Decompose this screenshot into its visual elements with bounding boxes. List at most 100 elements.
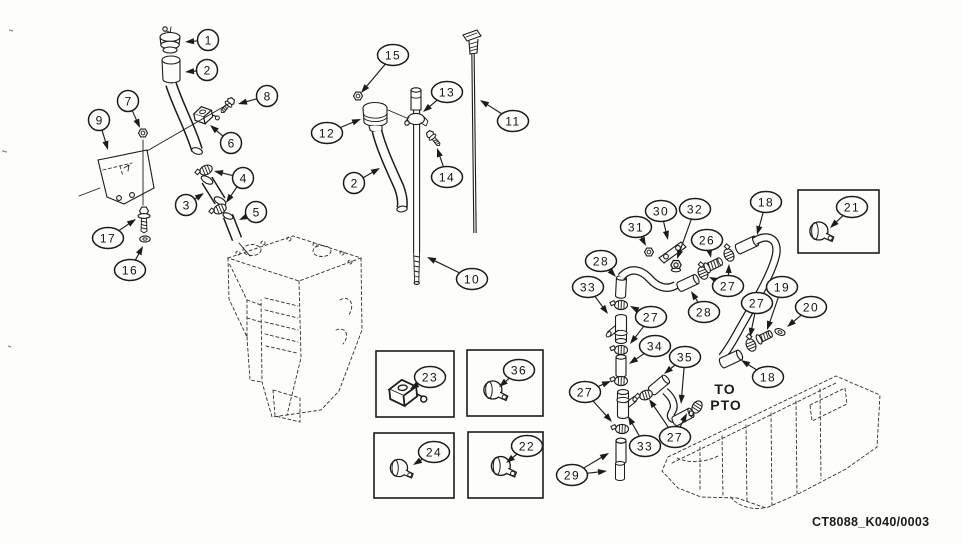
callout-15: 15 <box>361 43 410 93</box>
callout-balloon <box>835 195 869 219</box>
scan-artifacts <box>1 29 14 348</box>
callout-28: 28 <box>687 291 721 324</box>
hose-clamp-part <box>609 344 629 356</box>
callout-27: 27 <box>709 264 745 298</box>
callout-arrowhead <box>680 413 687 423</box>
callout-number: 3 <box>183 198 190 212</box>
callout-arrowhead <box>600 304 608 314</box>
callout-7: 7 <box>116 89 140 128</box>
callout-balloon <box>413 365 447 389</box>
callout-balloon <box>571 275 605 299</box>
callout-arrowhead <box>630 334 638 344</box>
inset-box <box>375 350 455 418</box>
inset-box <box>467 431 544 499</box>
callout-arrowhead <box>741 360 751 368</box>
callout-12: 12 <box>310 119 361 145</box>
callout-arrowhead <box>194 193 204 201</box>
callout-6: 6 <box>210 125 243 155</box>
callout-balloon <box>496 109 530 133</box>
spacer-tube-part <box>615 437 627 465</box>
callout-number: 27 <box>749 296 765 310</box>
callout-27: 27 <box>568 380 612 422</box>
callout-number: 27 <box>577 385 593 399</box>
callout-3: 3 <box>174 193 204 217</box>
alignment-line <box>146 102 231 152</box>
callout-balloon <box>244 200 268 224</box>
callout-balloon <box>196 28 220 52</box>
callout-arrowhead <box>639 236 646 246</box>
callout-arrowhead <box>413 457 423 465</box>
callout-balloon <box>740 291 774 315</box>
callout-number: 11 <box>505 114 520 128</box>
callout-number: 36 <box>511 363 527 377</box>
callout-27: 27 <box>630 305 668 344</box>
callout-number: 4 <box>240 171 247 185</box>
callout-leader-line <box>651 402 669 428</box>
callout-arrowhead <box>437 148 443 158</box>
callout-arrowhead <box>830 219 839 228</box>
to-pto-label-line2: PTO <box>710 397 742 413</box>
mounting-screw-part <box>137 206 151 234</box>
figure-code-label: CT8088_K040/0003 <box>812 515 929 529</box>
callout-balloon <box>502 358 536 382</box>
callout-arrowhead <box>678 394 685 404</box>
dipstick-tube-part <box>410 87 422 285</box>
filler-cap-part <box>159 26 181 54</box>
callout-balloon <box>584 249 618 273</box>
callout-balloon <box>376 43 410 67</box>
callout-8: 8 <box>238 84 279 108</box>
callout-balloon <box>87 108 111 132</box>
inset-box <box>466 349 544 417</box>
callout-number: 6 <box>228 136 235 150</box>
callout-number: 15 <box>385 48 401 62</box>
callout-leader-line <box>431 258 460 274</box>
callout-arrowhead <box>226 193 234 203</box>
callout-number: 14 <box>439 170 455 184</box>
callout-number: 35 <box>677 350 693 364</box>
callout-17: 17 <box>91 219 136 250</box>
callout-arrowhead <box>361 84 370 93</box>
callout-20: 20 <box>787 295 828 327</box>
callout-number: 18 <box>760 370 776 384</box>
callout-balloon <box>255 84 279 108</box>
callout-number: 23 <box>422 370 438 384</box>
callout-22: 22 <box>506 434 544 463</box>
callout-arrowhead <box>351 119 361 126</box>
round-clamp-part <box>389 458 414 479</box>
callout-balloon <box>417 440 451 464</box>
dipstick-part <box>462 29 482 234</box>
callout-number: 20 <box>803 300 819 314</box>
clamp-bolt-part <box>217 95 237 116</box>
callout-arrowhead <box>748 327 755 337</box>
callout-number: 5 <box>253 205 260 219</box>
callout-number: 2 <box>351 176 358 190</box>
callout-balloon <box>568 380 602 404</box>
callout-2: 2 <box>185 58 219 82</box>
callout-18: 18 <box>741 360 785 389</box>
inset-box <box>797 189 880 254</box>
callout-balloon <box>174 193 198 217</box>
callout-arrowhead <box>126 219 136 227</box>
bolt-washer-part <box>670 267 682 273</box>
callout-number: 27 <box>643 310 659 324</box>
callout-balloon <box>430 80 464 104</box>
callout-23: 23 <box>410 365 447 389</box>
to-pto-label-line1: TO <box>714 381 735 397</box>
engine-block-phantom <box>226 235 363 423</box>
callout-number: 1 <box>205 33 212 47</box>
callout-30: 30 <box>644 199 678 240</box>
callout-balloon <box>342 171 366 195</box>
callout-arrowhead <box>480 100 490 108</box>
callout-32: 32 <box>677 197 712 259</box>
seal-washer-part <box>773 326 787 338</box>
callout-arrowhead <box>185 68 195 75</box>
elbow-fitting-part <box>702 255 725 275</box>
callout-number: 27 <box>667 430 683 444</box>
bracket-nut-part <box>643 247 655 257</box>
breather-tube-part <box>675 273 701 293</box>
filler-neck-part <box>161 55 181 84</box>
callout-13: 13 <box>423 80 464 112</box>
callout-number: 19 <box>774 280 790 294</box>
callout-leader-line <box>363 64 386 90</box>
